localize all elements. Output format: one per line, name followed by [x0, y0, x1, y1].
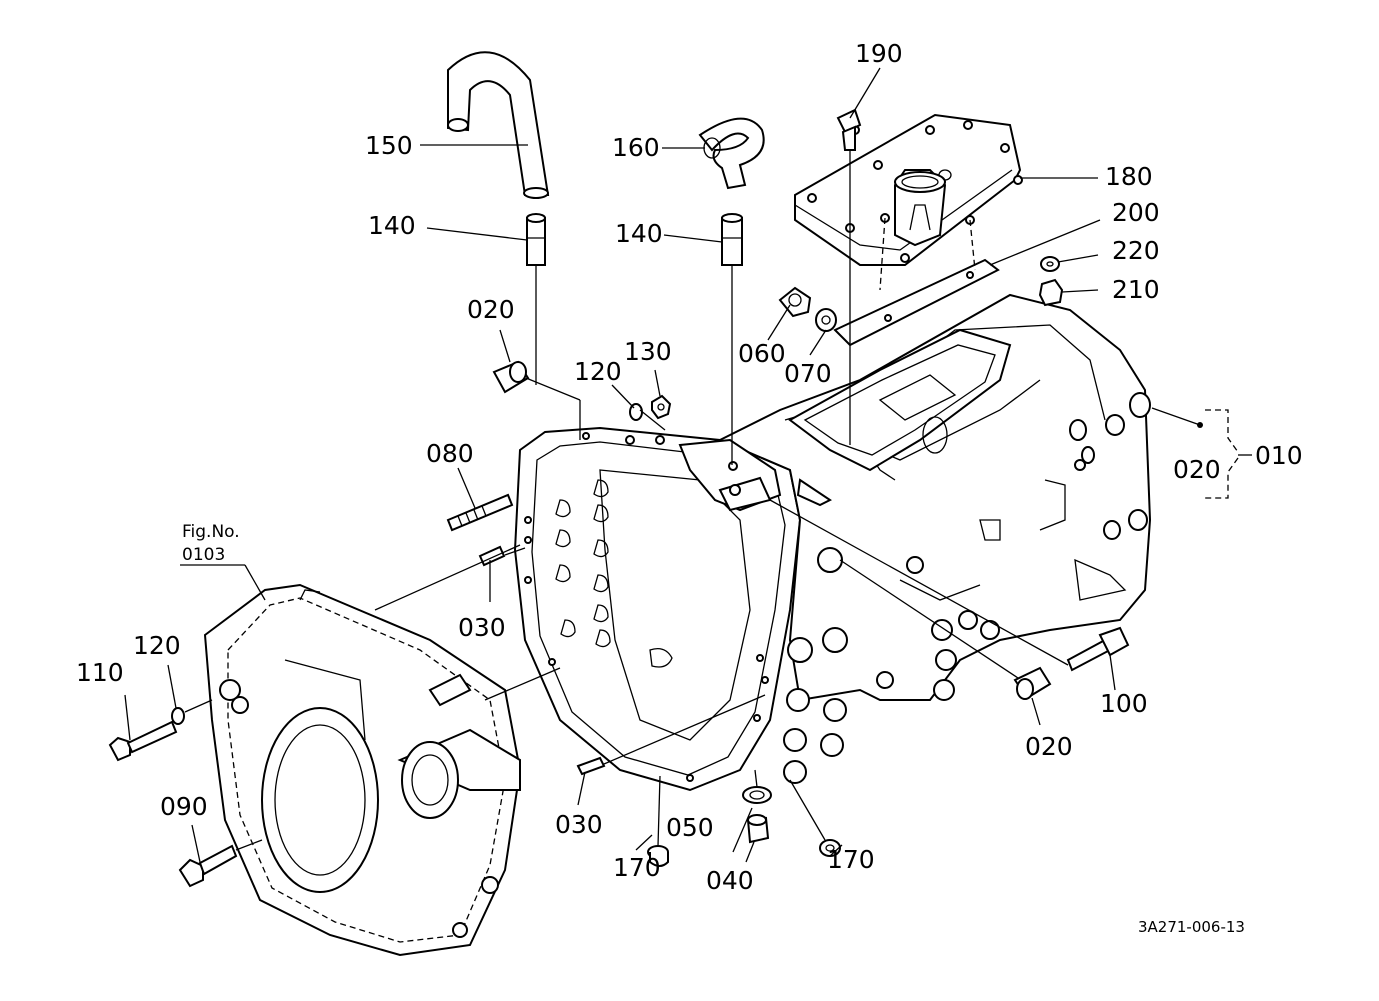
seal-050 [742, 786, 772, 804]
plug-170-left [647, 845, 669, 867]
pin-030-lower [576, 756, 606, 776]
label-040: 040 [706, 866, 754, 895]
dowel-020-bottom [1013, 666, 1052, 700]
label-150: 150 [365, 131, 413, 160]
label-030-lower: 030 [555, 810, 603, 839]
label-140-left: 140 [368, 211, 416, 240]
label-100: 100 [1100, 689, 1148, 718]
label-130: 130 [624, 337, 672, 366]
label-020-bottom: 020 [1025, 732, 1073, 761]
label-030-upper: 030 [458, 613, 506, 642]
part-labels: 190 180 200 220 210 150 160 140 140 020 … [76, 39, 1303, 936]
washer-120-left [171, 707, 185, 725]
washer-070 [815, 308, 837, 332]
label-210: 210 [1112, 275, 1160, 304]
bolt-190 [836, 108, 862, 151]
label-140-mid: 140 [615, 219, 663, 248]
gasket-200 [833, 258, 1000, 347]
label-010: 010 [1255, 441, 1303, 470]
pin-030-upper [478, 545, 506, 567]
label-160: 160 [612, 133, 660, 162]
bolt-100 [1066, 626, 1130, 672]
label-110: 110 [76, 658, 124, 687]
label-120-left: 120 [133, 631, 181, 660]
drawing-code: 3A271-006-13 [1138, 918, 1245, 936]
plug-060 [778, 286, 812, 318]
dowel-020-top [492, 360, 530, 394]
bolt-110 [108, 720, 178, 762]
plug-040 [746, 814, 770, 844]
washer-220 [1040, 256, 1060, 272]
flywheel-housing [203, 583, 522, 957]
label-170-left: 170 [613, 853, 661, 882]
fig-ref-line1: Fig.No. [182, 522, 240, 542]
label-060: 060 [738, 339, 786, 368]
transmission-case [513, 293, 1152, 792]
breather-160 [698, 117, 765, 190]
bolt-090 [178, 844, 238, 888]
label-120-top: 120 [574, 357, 622, 386]
nut-130 [651, 394, 672, 420]
label-200: 200 [1112, 198, 1160, 227]
top-cover [794, 113, 1023, 266]
breather-hose-150 [447, 51, 550, 199]
label-020-right: 020 [1173, 455, 1221, 484]
label-170-right: 170 [827, 845, 875, 874]
fig-ref-line2: 0103 [182, 545, 225, 565]
label-020-top: 020 [467, 295, 515, 324]
label-220: 220 [1112, 236, 1160, 265]
plug-210 [1038, 278, 1064, 307]
label-080: 080 [426, 439, 474, 468]
label-180: 180 [1105, 162, 1153, 191]
bushing-140-mid [721, 213, 743, 266]
label-070: 070 [784, 359, 832, 388]
bushing-140-left [526, 213, 546, 266]
stud-080 [446, 493, 514, 532]
label-190: 190 [855, 39, 903, 68]
leader-lines [124, 67, 1252, 863]
label-050: 050 [666, 813, 714, 842]
label-090: 090 [160, 792, 208, 821]
